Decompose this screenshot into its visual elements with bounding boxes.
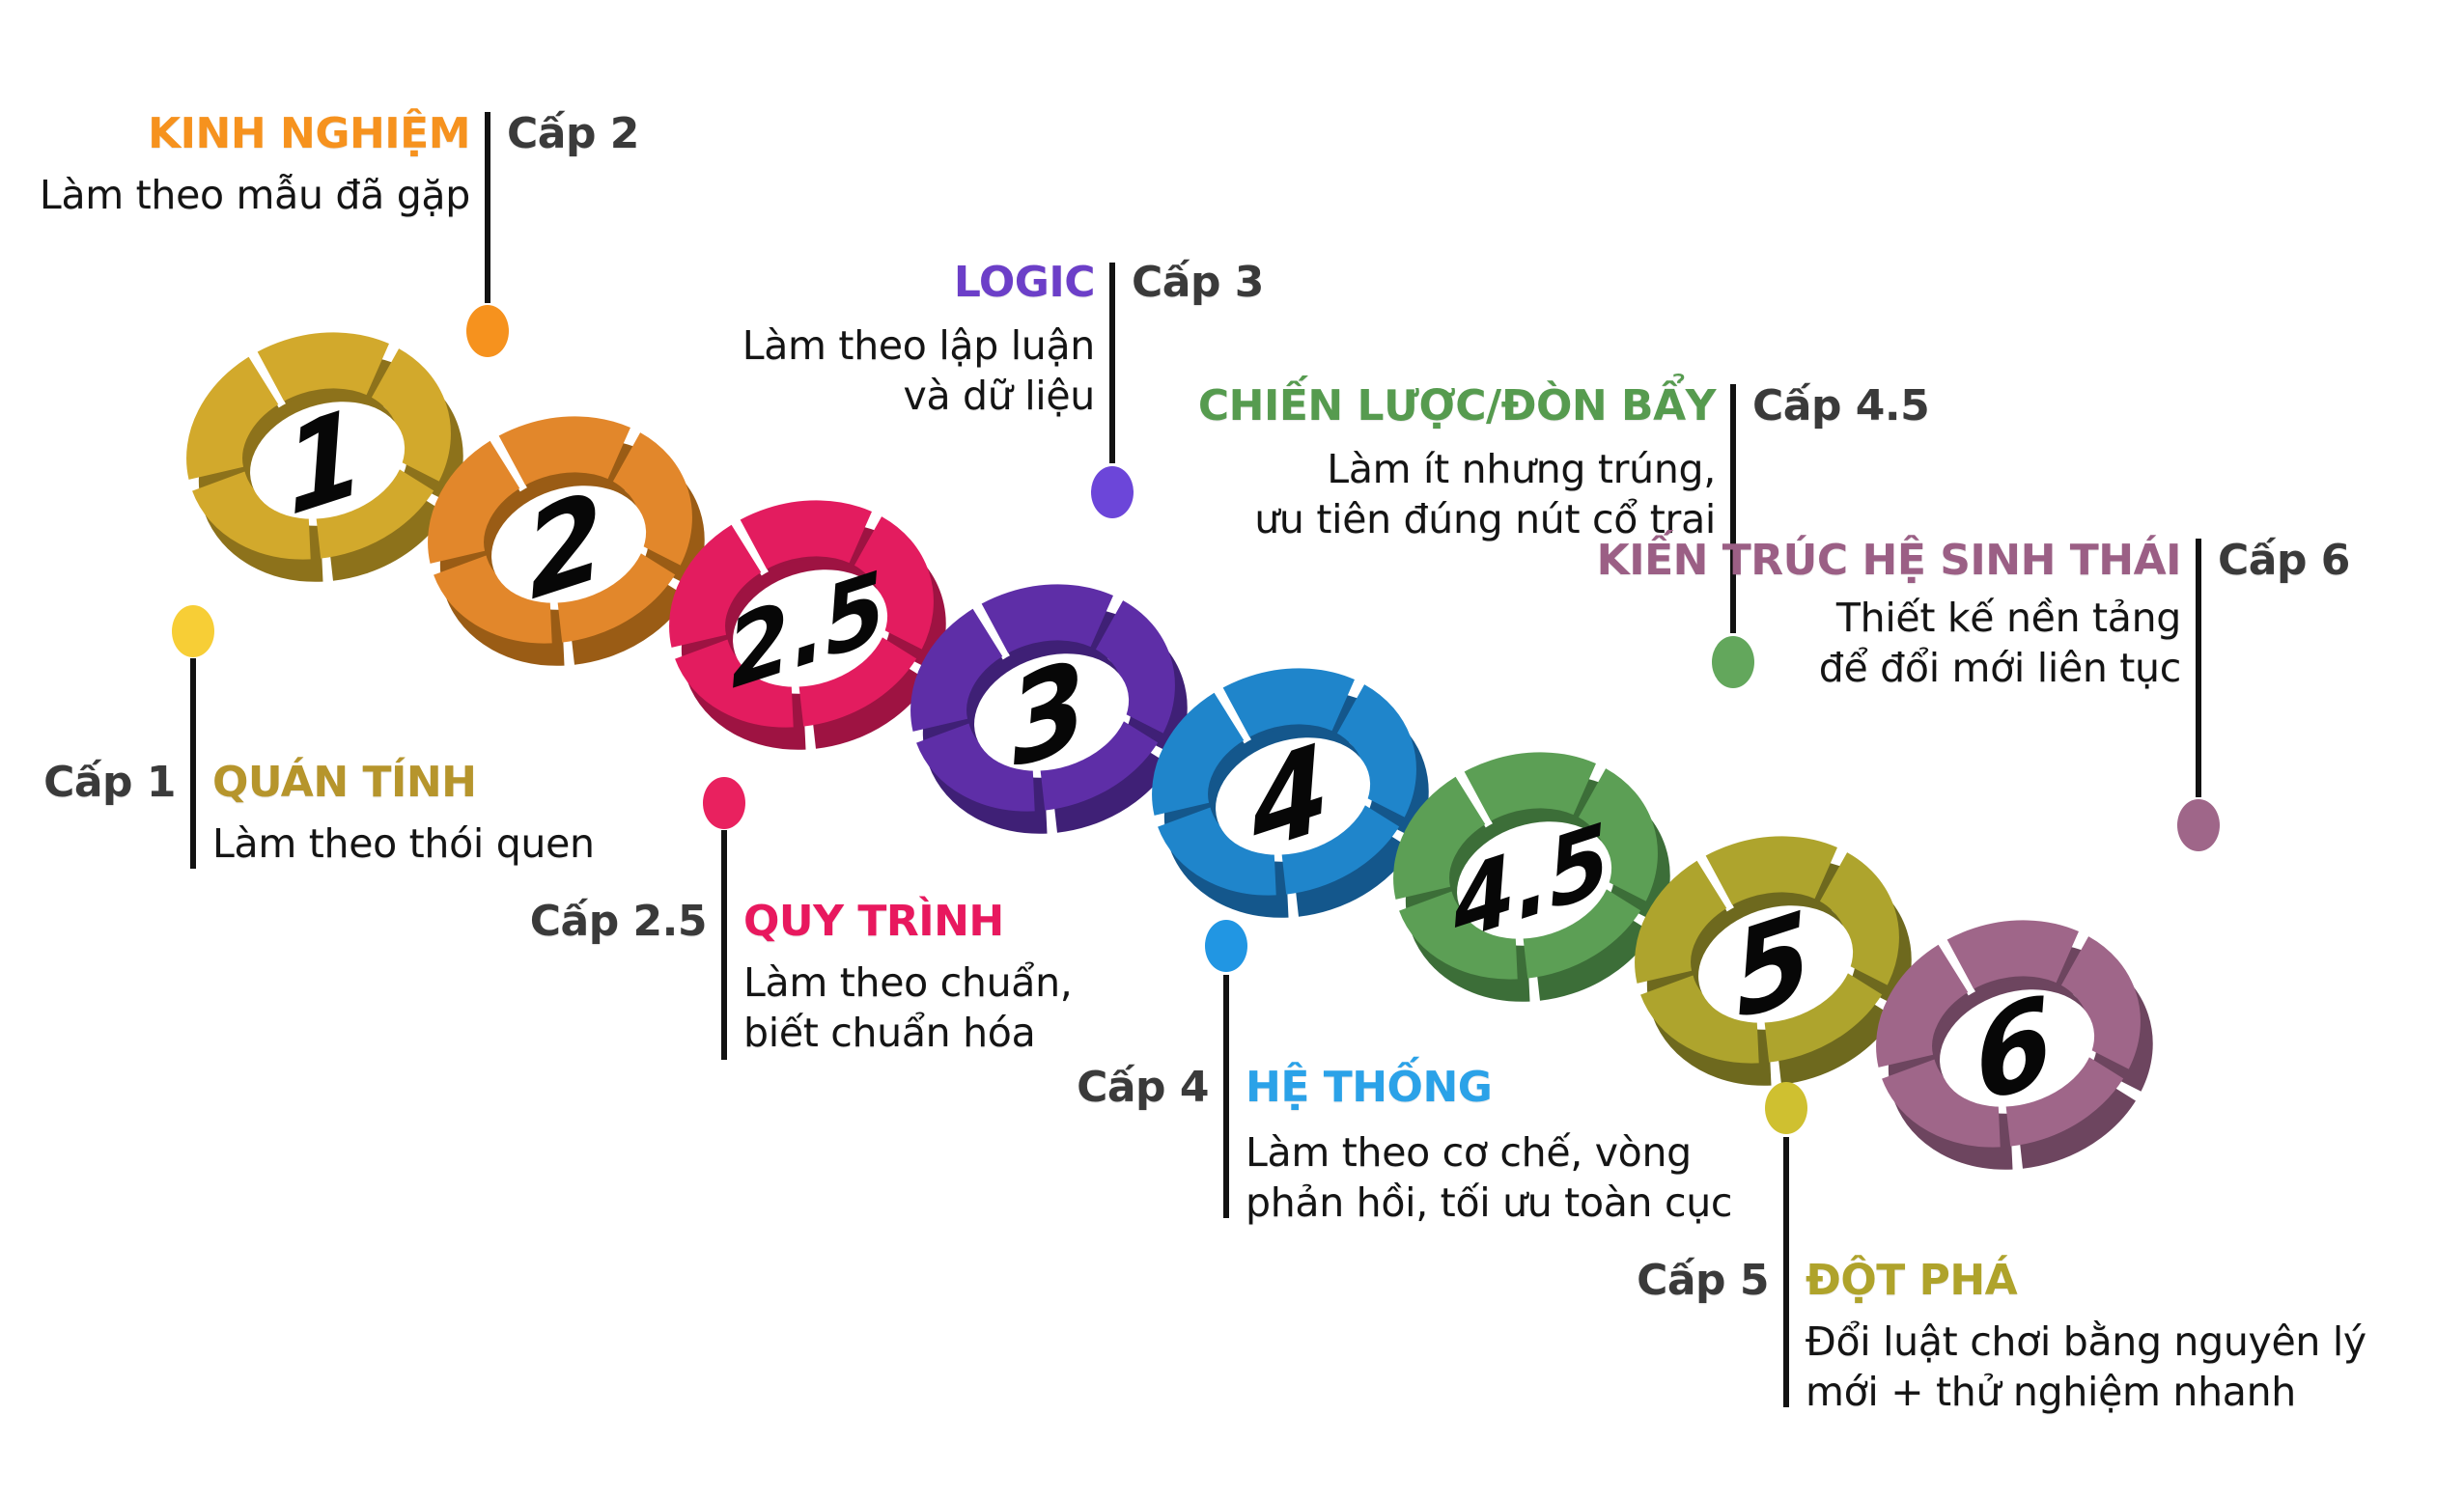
flag-dot-2-5 [703, 777, 745, 829]
flag-line-3 [1109, 263, 1115, 463]
ring-hole-4-5 [1457, 821, 1612, 939]
ring-face-2 [428, 416, 692, 644]
ring-level-4: 4 [1152, 668, 1429, 918]
flag-line-2 [485, 112, 490, 303]
level-desc-1-1: Làm theo thói quen [212, 820, 595, 867]
level-title-4-5: CHIẾN LƯỢC/ĐÒN BẨY [1197, 381, 1717, 430]
level-desc-5-2: mới + thử nghiệm nhanh [1806, 1369, 2296, 1415]
cap-label-6: Cấp 6 [2218, 536, 2350, 585]
ring-number-1: 1 [278, 380, 369, 543]
level-desc-6-2: để đổi mới liên tục [1818, 645, 2182, 691]
cap-label-4-5: Cấp 4.5 [1752, 381, 1930, 430]
ring-hole-4 [1216, 737, 1371, 855]
ring-number-6: 6 [1968, 968, 2058, 1131]
ring-level-3: 3 [910, 584, 1188, 834]
level-desc-5-1: Đổi luật chơi bằng nguyên lý [1806, 1318, 2366, 1365]
ring-level-5: 5 [1635, 836, 1912, 1086]
flag-dot-3 [1091, 466, 1134, 518]
flag-line-2-5 [721, 830, 727, 1060]
cap-label-1: Cấp 1 [43, 758, 176, 807]
flag-dot-6 [2177, 799, 2220, 851]
level-desc-2-5-1: Làm theo chuẩn, [743, 959, 1073, 1006]
flag-dot-1 [172, 605, 214, 657]
ring-number-3: 3 [1002, 632, 1093, 795]
flag-dot-4 [1205, 920, 1247, 972]
cap-label-4: Cấp 4 [1077, 1063, 1209, 1112]
ring-hole-6 [1940, 989, 2095, 1107]
flag-line-5 [1783, 1137, 1789, 1407]
ring-level-6: 6 [1876, 920, 2153, 1170]
level-title-5: ĐỘT PHÁ [1806, 1256, 2018, 1305]
ring-hole-2-5 [733, 569, 888, 687]
cap-label-2-5: Cấp 2.5 [529, 897, 708, 946]
flag-line-6 [2196, 539, 2201, 797]
ring-hole-3 [974, 653, 1130, 771]
ring-hole-1 [250, 402, 406, 519]
level-title-1: QUÁN TÍNH [212, 758, 477, 807]
level-title-2-5: QUY TRÌNH [743, 897, 1004, 946]
cap-label-2: Cấp 2 [507, 109, 639, 158]
level-title-3: LOGIC [953, 258, 1096, 307]
cap-label-5: Cấp 5 [1637, 1256, 1769, 1305]
level-desc-4-2: phản hồi, tối ưu toàn cục [1246, 1179, 1733, 1226]
level-desc-4-5-1: Làm ít nhưng trúng, [1327, 446, 1716, 492]
ring-face-3 [910, 584, 1175, 812]
ring-number-5: 5 [1726, 884, 1817, 1047]
level-desc-3-1: Làm theo lập luận [742, 322, 1096, 369]
level-desc-2-1: Làm theo mẫu đã gặp [39, 172, 470, 218]
ring-level-4-5: 4.5 [1393, 752, 1670, 1002]
level-title-4: HỆ THỐNG [1246, 1063, 1493, 1112]
level-title-6: KIẾN TRÚC HỆ SINH THÁI [1596, 536, 2182, 585]
flag-dot-5 [1765, 1082, 1807, 1134]
ring-face-5 [1635, 836, 1899, 1064]
ring-level-2: 2 [428, 416, 705, 666]
flag-line-1 [190, 658, 196, 869]
ring-face-4-5 [1393, 752, 1658, 980]
level-desc-6-1: Thiết kế nền tảng [1835, 595, 2181, 641]
level-desc-4-5-2: ưu tiên đúng nút cổ trai [1254, 496, 1716, 542]
ring-number-4: 4 [1244, 716, 1335, 879]
ring-hole-5 [1698, 905, 1854, 1023]
flag-line-4 [1223, 975, 1229, 1218]
ring-face-2-5 [669, 500, 934, 728]
ring-hole-2 [491, 485, 647, 603]
level-desc-4-1: Làm theo cơ chế, vòng [1246, 1129, 1692, 1176]
cap-label-3: Cấp 3 [1132, 258, 1264, 307]
ring-level-2-5: 2.5 [669, 500, 946, 750]
level-desc-3-2: và dữ liệu [903, 373, 1096, 419]
ring-number-2: 2 [519, 464, 610, 627]
ring-face-1 [186, 332, 451, 560]
ring-face-4 [1152, 668, 1416, 896]
level-title-2: KINH NGHIỆM [148, 109, 470, 158]
ring-level-1: 1 [186, 332, 463, 582]
ring-face-6 [1876, 920, 2141, 1148]
flag-dot-4-5 [1712, 636, 1754, 688]
flag-line-4-5 [1730, 384, 1736, 633]
level-desc-2-5-2: biết chuẩn hóa [743, 1010, 1036, 1056]
flag-dot-2 [466, 305, 509, 357]
